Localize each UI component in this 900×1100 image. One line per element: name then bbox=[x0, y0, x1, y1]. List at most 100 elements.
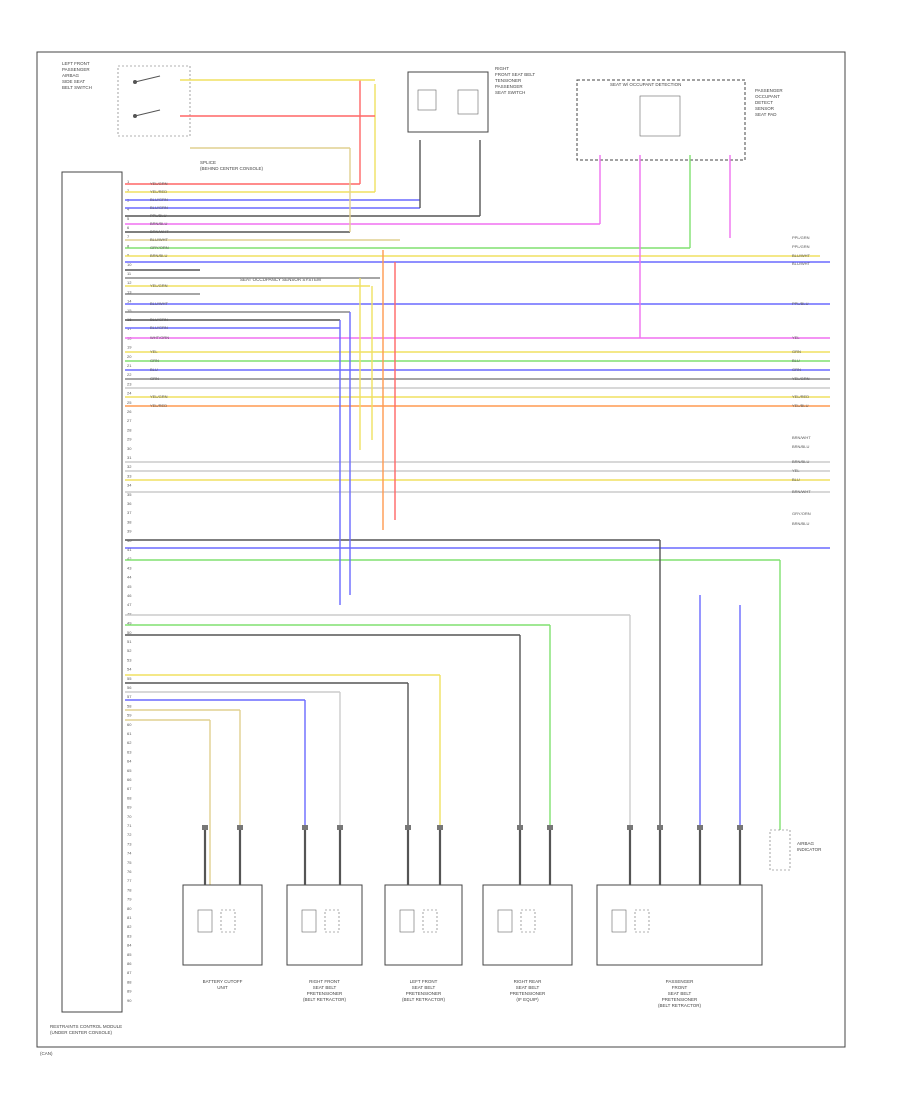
pin-number: 27 bbox=[127, 418, 132, 423]
component-caption: PRETENSIONER bbox=[662, 997, 698, 1002]
component-symbol bbox=[301, 909, 317, 933]
wire-label: YEL/RED bbox=[150, 189, 167, 194]
caption-line: SEAT PAD bbox=[755, 112, 777, 117]
component-caption: PASSENGER bbox=[666, 979, 694, 984]
pin-number: 8 bbox=[127, 243, 130, 248]
wire-label-right: YEL bbox=[792, 468, 800, 473]
seat-occupancy-label: SEAT OCCUPANCY SENSOR SYSTEM bbox=[240, 277, 321, 282]
connector-pin bbox=[337, 825, 343, 830]
wire-label-right: GRN bbox=[792, 349, 801, 354]
pin-number: 5 bbox=[127, 216, 130, 221]
pin-number: 56 bbox=[127, 685, 132, 690]
component-symbol bbox=[611, 909, 627, 933]
pin-number: 32 bbox=[127, 464, 132, 469]
pin-number: 15 bbox=[127, 308, 132, 313]
pin-number: 64 bbox=[127, 759, 132, 764]
component-symbol bbox=[497, 909, 513, 933]
caption-line: RIGHT bbox=[495, 66, 509, 71]
module-caption: (UNDER CENTER CONSOLE) bbox=[50, 1030, 113, 1035]
caption-line: SIDE SEAT bbox=[62, 79, 85, 84]
pin-number: 50 bbox=[127, 630, 132, 635]
restraints-control-module bbox=[61, 171, 123, 1013]
wire-label: BRN/BLU bbox=[150, 253, 167, 258]
wire-label-right: PPL/GRN bbox=[792, 235, 810, 240]
pin-number: 39 bbox=[127, 529, 132, 534]
pin-number: 25 bbox=[127, 400, 132, 405]
component-caption: PRETENSIONER bbox=[307, 991, 343, 996]
connector-pin bbox=[547, 825, 553, 830]
footer-label: (CAN) bbox=[40, 1051, 53, 1056]
wire-label-right: BLU bbox=[792, 477, 800, 482]
pin-number: 54 bbox=[127, 667, 132, 672]
pin-number: 2 bbox=[127, 188, 130, 193]
pin-number: 11 bbox=[127, 271, 132, 276]
caption-line: DETECT bbox=[755, 100, 773, 105]
component-caption: (BELT RETRACTOR) bbox=[303, 997, 347, 1002]
wire-label-right: GRN bbox=[792, 367, 801, 372]
pin-number: 6 bbox=[127, 225, 130, 230]
connector-pin bbox=[517, 825, 523, 830]
pin-number: 74 bbox=[127, 851, 132, 856]
pin-number: 69 bbox=[127, 805, 132, 810]
pin-number: 89 bbox=[127, 989, 132, 994]
wire-label: GRY/ORN bbox=[150, 245, 169, 250]
pin-number: 34 bbox=[127, 483, 132, 488]
wire-label-right: YEL/BLU bbox=[792, 403, 809, 408]
component-caption: BATTERY CUTOFF bbox=[203, 979, 243, 984]
caption-line: AIRBAG bbox=[797, 841, 815, 846]
connector-pin bbox=[627, 825, 633, 830]
wire-label-right: BRN/BLU bbox=[792, 459, 809, 464]
caption-line: AIRBAG bbox=[62, 73, 80, 78]
passenger-occupant-detect-module: SEAT W/ OCCUPANT DETECTION PASSENGER OCC… bbox=[576, 79, 783, 161]
pin-number: 45 bbox=[127, 584, 132, 589]
pin-number: 75 bbox=[127, 860, 132, 865]
component-caption: PRETENSIONER bbox=[510, 991, 546, 996]
pin-number: 66 bbox=[127, 777, 132, 782]
pin-number: 88 bbox=[127, 979, 132, 984]
pin-number: 63 bbox=[127, 749, 132, 754]
wire-label-right: BLU/WHT bbox=[792, 261, 811, 266]
pin-number: 12 bbox=[127, 280, 132, 285]
occupant-detect-header: SEAT W/ OCCUPANT DETECTION bbox=[610, 82, 681, 87]
wire-label: WHT/ORN bbox=[150, 335, 169, 340]
pin-number: 10 bbox=[127, 262, 132, 267]
pin-number: 53 bbox=[127, 657, 132, 662]
caption-line: BELT SWITCH bbox=[62, 85, 92, 90]
pin-number: 42 bbox=[127, 556, 132, 561]
pin-number: 82 bbox=[127, 924, 132, 929]
component-symbol bbox=[520, 909, 536, 933]
bottom-component-box bbox=[596, 884, 763, 966]
connector-pin bbox=[697, 825, 703, 830]
wire-harness: YEL/GRNYEL/REDBLU/GRNBLU/GRNPPL/BLUBRN/B… bbox=[125, 79, 830, 885]
pin-number: 35 bbox=[127, 492, 132, 497]
pin-number: 24 bbox=[127, 391, 132, 396]
pin-number: 49 bbox=[127, 621, 132, 626]
caption-line: TENSIONER bbox=[495, 78, 522, 83]
caption-line: PASSENGER bbox=[62, 67, 90, 72]
wire-label: YEL/GRN bbox=[150, 181, 168, 186]
wire-label: BLU/GRN bbox=[150, 197, 168, 202]
pin-number: 36 bbox=[127, 501, 132, 506]
caption-line: FRONT SEAT BELT bbox=[495, 72, 535, 77]
wire-label: YEL/GRN bbox=[150, 283, 168, 288]
connector-pin bbox=[302, 825, 308, 830]
pin-number: 55 bbox=[127, 676, 132, 681]
wire-label: BLU/WHT bbox=[150, 301, 169, 306]
left-front-seat-belt-switch bbox=[117, 65, 191, 137]
caption-line: SENSOR bbox=[755, 106, 775, 111]
pin-number: 65 bbox=[127, 768, 132, 773]
caption-line: PASSENGER bbox=[495, 84, 523, 89]
wire-label-right: BRN/BLU bbox=[792, 444, 809, 449]
pin-number: 79 bbox=[127, 897, 132, 902]
wire-label: BLU/GRN bbox=[150, 317, 168, 322]
component-caption: SEAT BELT bbox=[412, 985, 436, 990]
pin-number: 21 bbox=[127, 363, 132, 368]
component-caption: LEFT FRONT bbox=[410, 979, 438, 984]
wire-label: YEL/RED bbox=[150, 403, 167, 408]
connector-pin bbox=[405, 825, 411, 830]
pin-number: 23 bbox=[127, 381, 132, 386]
pin-number: 13 bbox=[127, 289, 132, 294]
bottom-component-box bbox=[182, 884, 263, 966]
pin-number: 83 bbox=[127, 933, 132, 938]
